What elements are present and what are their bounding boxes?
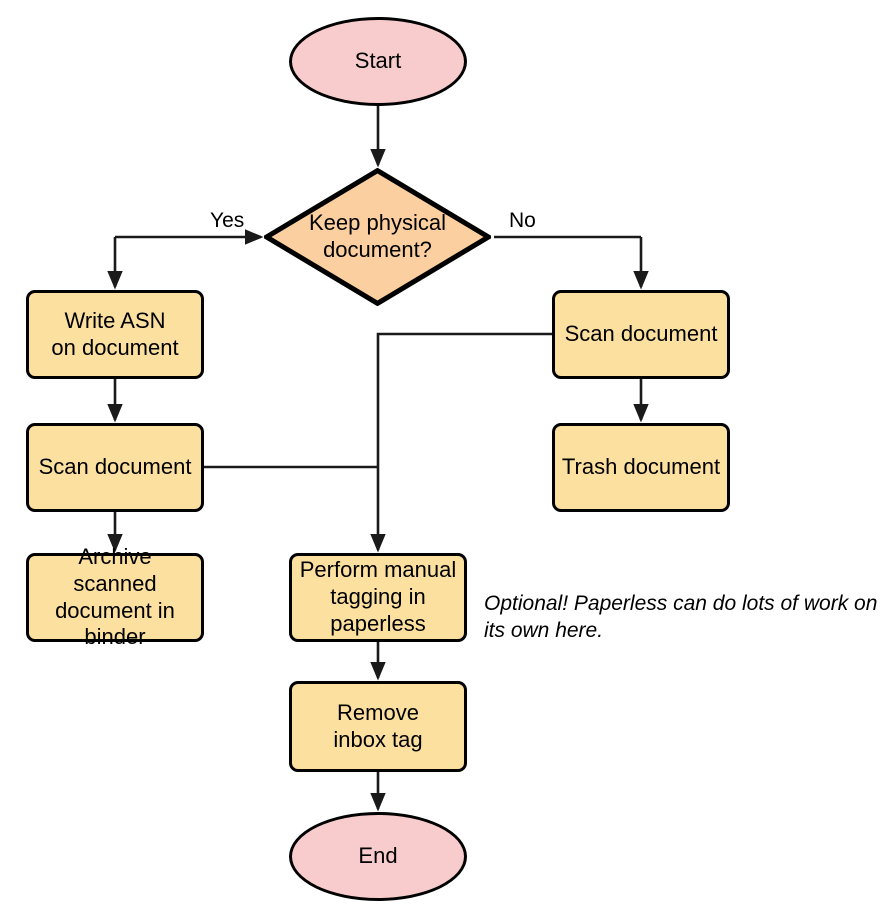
node-end[interactable]: End [289, 812, 467, 901]
node-scan-document-right-label: Scan document [564, 321, 718, 347]
node-manual-tagging-label: Perform manual tagging in paperless [299, 557, 457, 636]
node-scan-document-left-label: Scan document [38, 454, 192, 480]
node-trash-document-label: Trash document [561, 454, 721, 480]
node-archive-binder[interactable]: Archive scanned document in binder [26, 544, 204, 649]
edge-label-no: No [509, 209, 536, 232]
node-scan-document-right[interactable]: Scan document [552, 290, 730, 379]
edge-scan-right-to-manual-tagging [370, 332, 552, 553]
annotation-optional-note: Optional! Paperless can do lots of work … [484, 592, 878, 642]
node-scan-document-left[interactable]: Scan document [26, 423, 204, 512]
node-decision-keep-physical[interactable]: Keep physical document? [264, 168, 491, 306]
edge-label-yes: Yes [210, 209, 245, 232]
node-trash-document[interactable]: Trash document [552, 423, 730, 512]
node-write-asn-label: Write ASN on document [51, 307, 179, 360]
node-end-label: End [358, 843, 398, 869]
node-manual-tagging[interactable]: Perform manual tagging in paperless [289, 553, 467, 642]
diamond-shape [264, 168, 491, 306]
node-archive-binder-label: Archive scanned document in binder [55, 543, 175, 650]
node-start[interactable]: Start [289, 17, 467, 106]
node-decision-label: Keep physical document? [309, 210, 446, 262]
node-write-asn[interactable]: Write ASN on document [26, 290, 204, 379]
node-start-label: Start [354, 48, 402, 74]
node-remove-inbox-tag[interactable]: Remove inbox tag [289, 681, 467, 772]
node-remove-inbox-tag-label: Remove inbox tag [333, 699, 423, 752]
